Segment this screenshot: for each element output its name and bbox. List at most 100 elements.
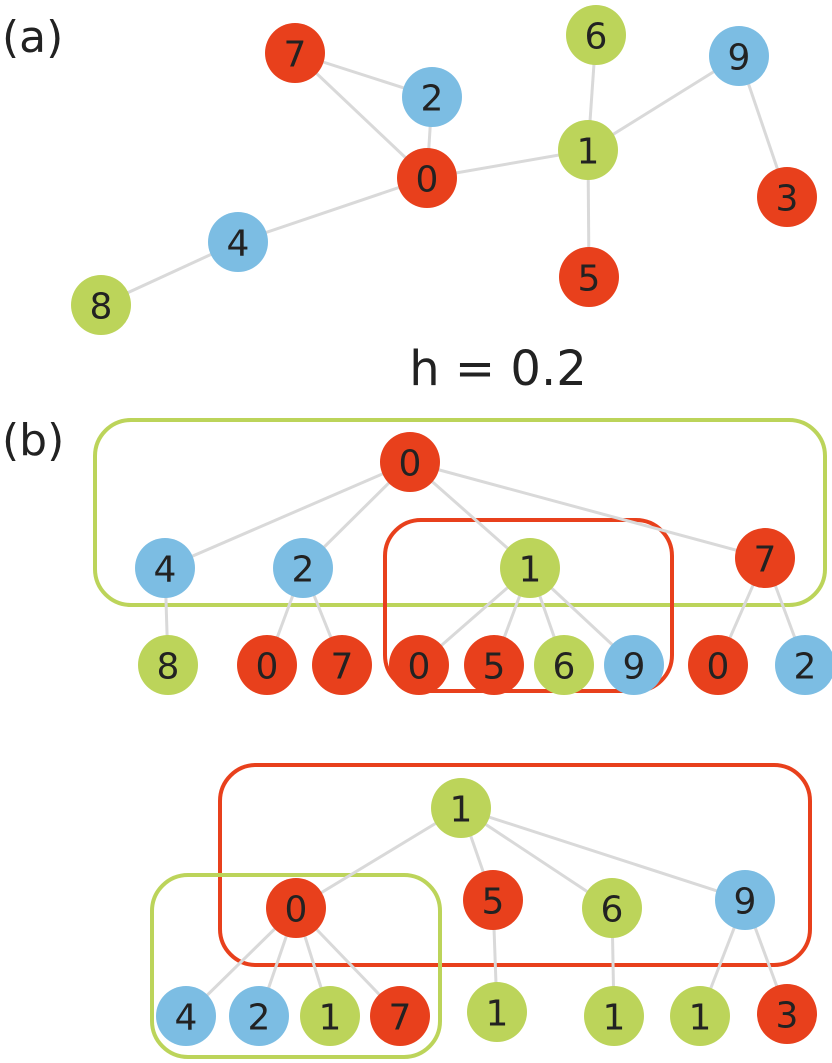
tree-2-child-0-box <box>150 873 442 1059</box>
node-label: 6 <box>585 17 608 58</box>
node-circle <box>688 635 748 695</box>
node-circle <box>558 120 618 180</box>
tree-2-leaf-node-2: 2 <box>229 986 289 1046</box>
node-label: 9 <box>728 38 751 79</box>
node-label: 0 <box>416 160 439 201</box>
node-label: 0 <box>285 890 308 931</box>
tree-1-root-box <box>93 418 827 607</box>
node-circle <box>237 635 297 695</box>
node-circle <box>266 878 326 938</box>
node-circle <box>402 67 462 127</box>
homophily-label: h = 0.2 <box>409 341 587 397</box>
tree-2-root-node-1: 1 <box>431 778 491 838</box>
graph-node-7: 7 <box>265 23 325 83</box>
node-circle <box>534 635 594 695</box>
node-label: 5 <box>578 259 601 300</box>
tree-1-child-node-2: 2 <box>273 538 333 598</box>
tree-1-leaf-node-9: 9 <box>604 635 664 695</box>
node-label: 3 <box>776 179 799 220</box>
graph-node-8: 8 <box>71 275 131 335</box>
node-label: 8 <box>157 647 180 688</box>
tree-2-child-node-5: 5 <box>463 870 523 930</box>
node-label: 4 <box>227 224 250 265</box>
node-label: 0 <box>256 647 279 688</box>
graph-node-1: 1 <box>558 120 618 180</box>
tree-1-edge-root-4 <box>164 460 411 570</box>
node-label: 7 <box>389 998 412 1039</box>
tree-1-edge-root-7 <box>409 460 766 560</box>
node-circle <box>229 986 289 1046</box>
tree-2-leaf-node-4: 4 <box>156 986 216 1046</box>
node-circle <box>500 538 560 598</box>
node-circle <box>397 148 457 208</box>
node-circle <box>380 432 440 492</box>
tree-2-child-node-9: 9 <box>715 870 775 930</box>
tree-1-root-node-0: 0 <box>380 432 440 492</box>
node-circle <box>757 984 817 1044</box>
node-circle <box>208 212 268 272</box>
node-circle <box>566 5 626 65</box>
node-label: 5 <box>482 882 505 923</box>
tree-2-edge-root-0 <box>295 806 462 910</box>
tree-1-leaf-node-2: 2 <box>775 635 832 695</box>
tree-1-leaf-node-0: 0 <box>389 635 449 695</box>
node-circle <box>389 635 449 695</box>
node-circle <box>604 635 664 695</box>
node-label: 1 <box>450 790 473 831</box>
graph-node-9: 9 <box>709 26 769 86</box>
tree-2-leaf-node-3: 3 <box>757 984 817 1044</box>
node-label: 6 <box>601 890 624 931</box>
node-label: 8 <box>90 287 113 328</box>
node-circle <box>735 528 795 588</box>
node-label: 9 <box>623 647 646 688</box>
node-label: 0 <box>399 444 422 485</box>
node-circle <box>757 167 817 227</box>
node-label: 1 <box>519 550 542 591</box>
tree-1-leaf-node-0: 0 <box>688 635 748 695</box>
node-circle <box>135 538 195 598</box>
tree-2-root-box <box>218 763 812 967</box>
tree-2-leaf-node-1: 1 <box>584 986 644 1046</box>
node-label: 0 <box>707 647 730 688</box>
node-label: 1 <box>689 998 712 1039</box>
node-label: 3 <box>776 996 799 1037</box>
node-circle <box>71 275 131 335</box>
tree-1-leaf-node-8: 8 <box>138 635 198 695</box>
node-label: 2 <box>292 550 315 591</box>
node-circle <box>709 26 769 86</box>
tree-2-leaf-node-1: 1 <box>670 986 730 1046</box>
tree-2-edge-root-6 <box>460 806 613 910</box>
graph-node-3: 3 <box>757 167 817 227</box>
node-label: 9 <box>734 882 757 923</box>
tree-1-child-1-box <box>383 518 674 693</box>
node-label: 1 <box>603 998 626 1039</box>
node-circle <box>715 870 775 930</box>
node-circle <box>464 635 524 695</box>
node-circle <box>670 986 730 1046</box>
graph-node-2: 2 <box>402 67 462 127</box>
panel-a-label: (a) <box>2 12 63 63</box>
node-circle <box>582 878 642 938</box>
graph-node-5: 5 <box>559 247 619 307</box>
node-circle <box>559 247 619 307</box>
node-label: 1 <box>577 132 600 173</box>
node-label: 2 <box>248 998 271 1039</box>
node-circle <box>312 635 372 695</box>
node-circle <box>156 986 216 1046</box>
node-circle <box>370 986 430 1046</box>
graph-node-0: 0 <box>397 148 457 208</box>
tree-1-leaf-node-5: 5 <box>464 635 524 695</box>
tree-1-leaf-node-6: 6 <box>534 635 594 695</box>
node-circle <box>273 538 333 598</box>
graph-edge-0-4 <box>237 176 428 244</box>
graph-node-4: 4 <box>208 212 268 272</box>
node-circle <box>265 23 325 83</box>
tree-2-child-node-6: 6 <box>582 878 642 938</box>
tree-1-child-node-7: 7 <box>735 528 795 588</box>
node-label: 6 <box>553 647 576 688</box>
node-label: 1 <box>486 994 509 1035</box>
node-circle <box>431 778 491 838</box>
tree-1-leaf-node-0: 0 <box>237 635 297 695</box>
